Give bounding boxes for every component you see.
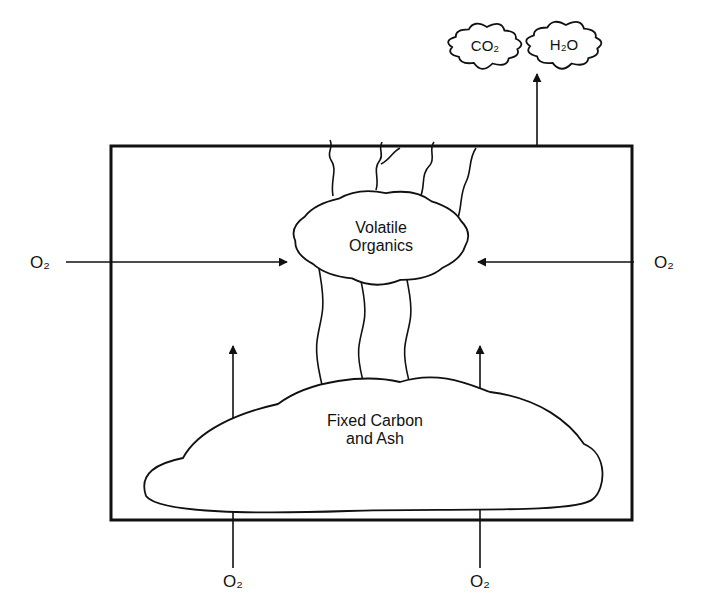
cloud-outline-path (448, 24, 521, 69)
cloud-outline-path (526, 22, 601, 69)
oxygen-arrow (478, 261, 634, 263)
mound-outline-path (144, 377, 602, 512)
gas-cloud: CO₂ (447, 22, 523, 69)
gas-cloud: H₂O (525, 20, 603, 69)
node-label: CO₂ (471, 37, 499, 54)
text-wrap: CO₂ (447, 22, 523, 69)
chamber-box (111, 146, 632, 520)
vapour-line (376, 142, 382, 190)
text-wrap: Volatile Organics (290, 188, 472, 286)
vapour-line (420, 142, 434, 198)
oxygen-label: O₂ (468, 572, 492, 592)
text-wrap: Fixed Carbon and Ash (138, 412, 612, 449)
text-wrap: H₂O (525, 20, 603, 69)
vapour-line (329, 140, 334, 196)
vapour-line (381, 148, 400, 164)
oxygen-label: O₂ (221, 572, 245, 592)
exhaust-arrow (536, 74, 538, 145)
gas-cloud: Volatile Organics (290, 188, 472, 286)
node-label: H₂O (550, 36, 578, 53)
vapour-connector (359, 281, 365, 385)
node-label: Fixed Carbon and Ash (315, 412, 435, 449)
oxygen-label: O₂ (652, 253, 676, 273)
oxygen-arrows (66, 74, 634, 568)
cloud-outline-path (294, 191, 469, 285)
vapour-connector (405, 280, 411, 385)
vapour-connector (317, 269, 323, 385)
oxygen-label: O₂ (28, 253, 52, 273)
fuel-mound: Fixed Carbon and Ash (138, 368, 612, 518)
oxygen-arrow (66, 261, 287, 263)
node-label: Volatile Organics (341, 219, 421, 256)
